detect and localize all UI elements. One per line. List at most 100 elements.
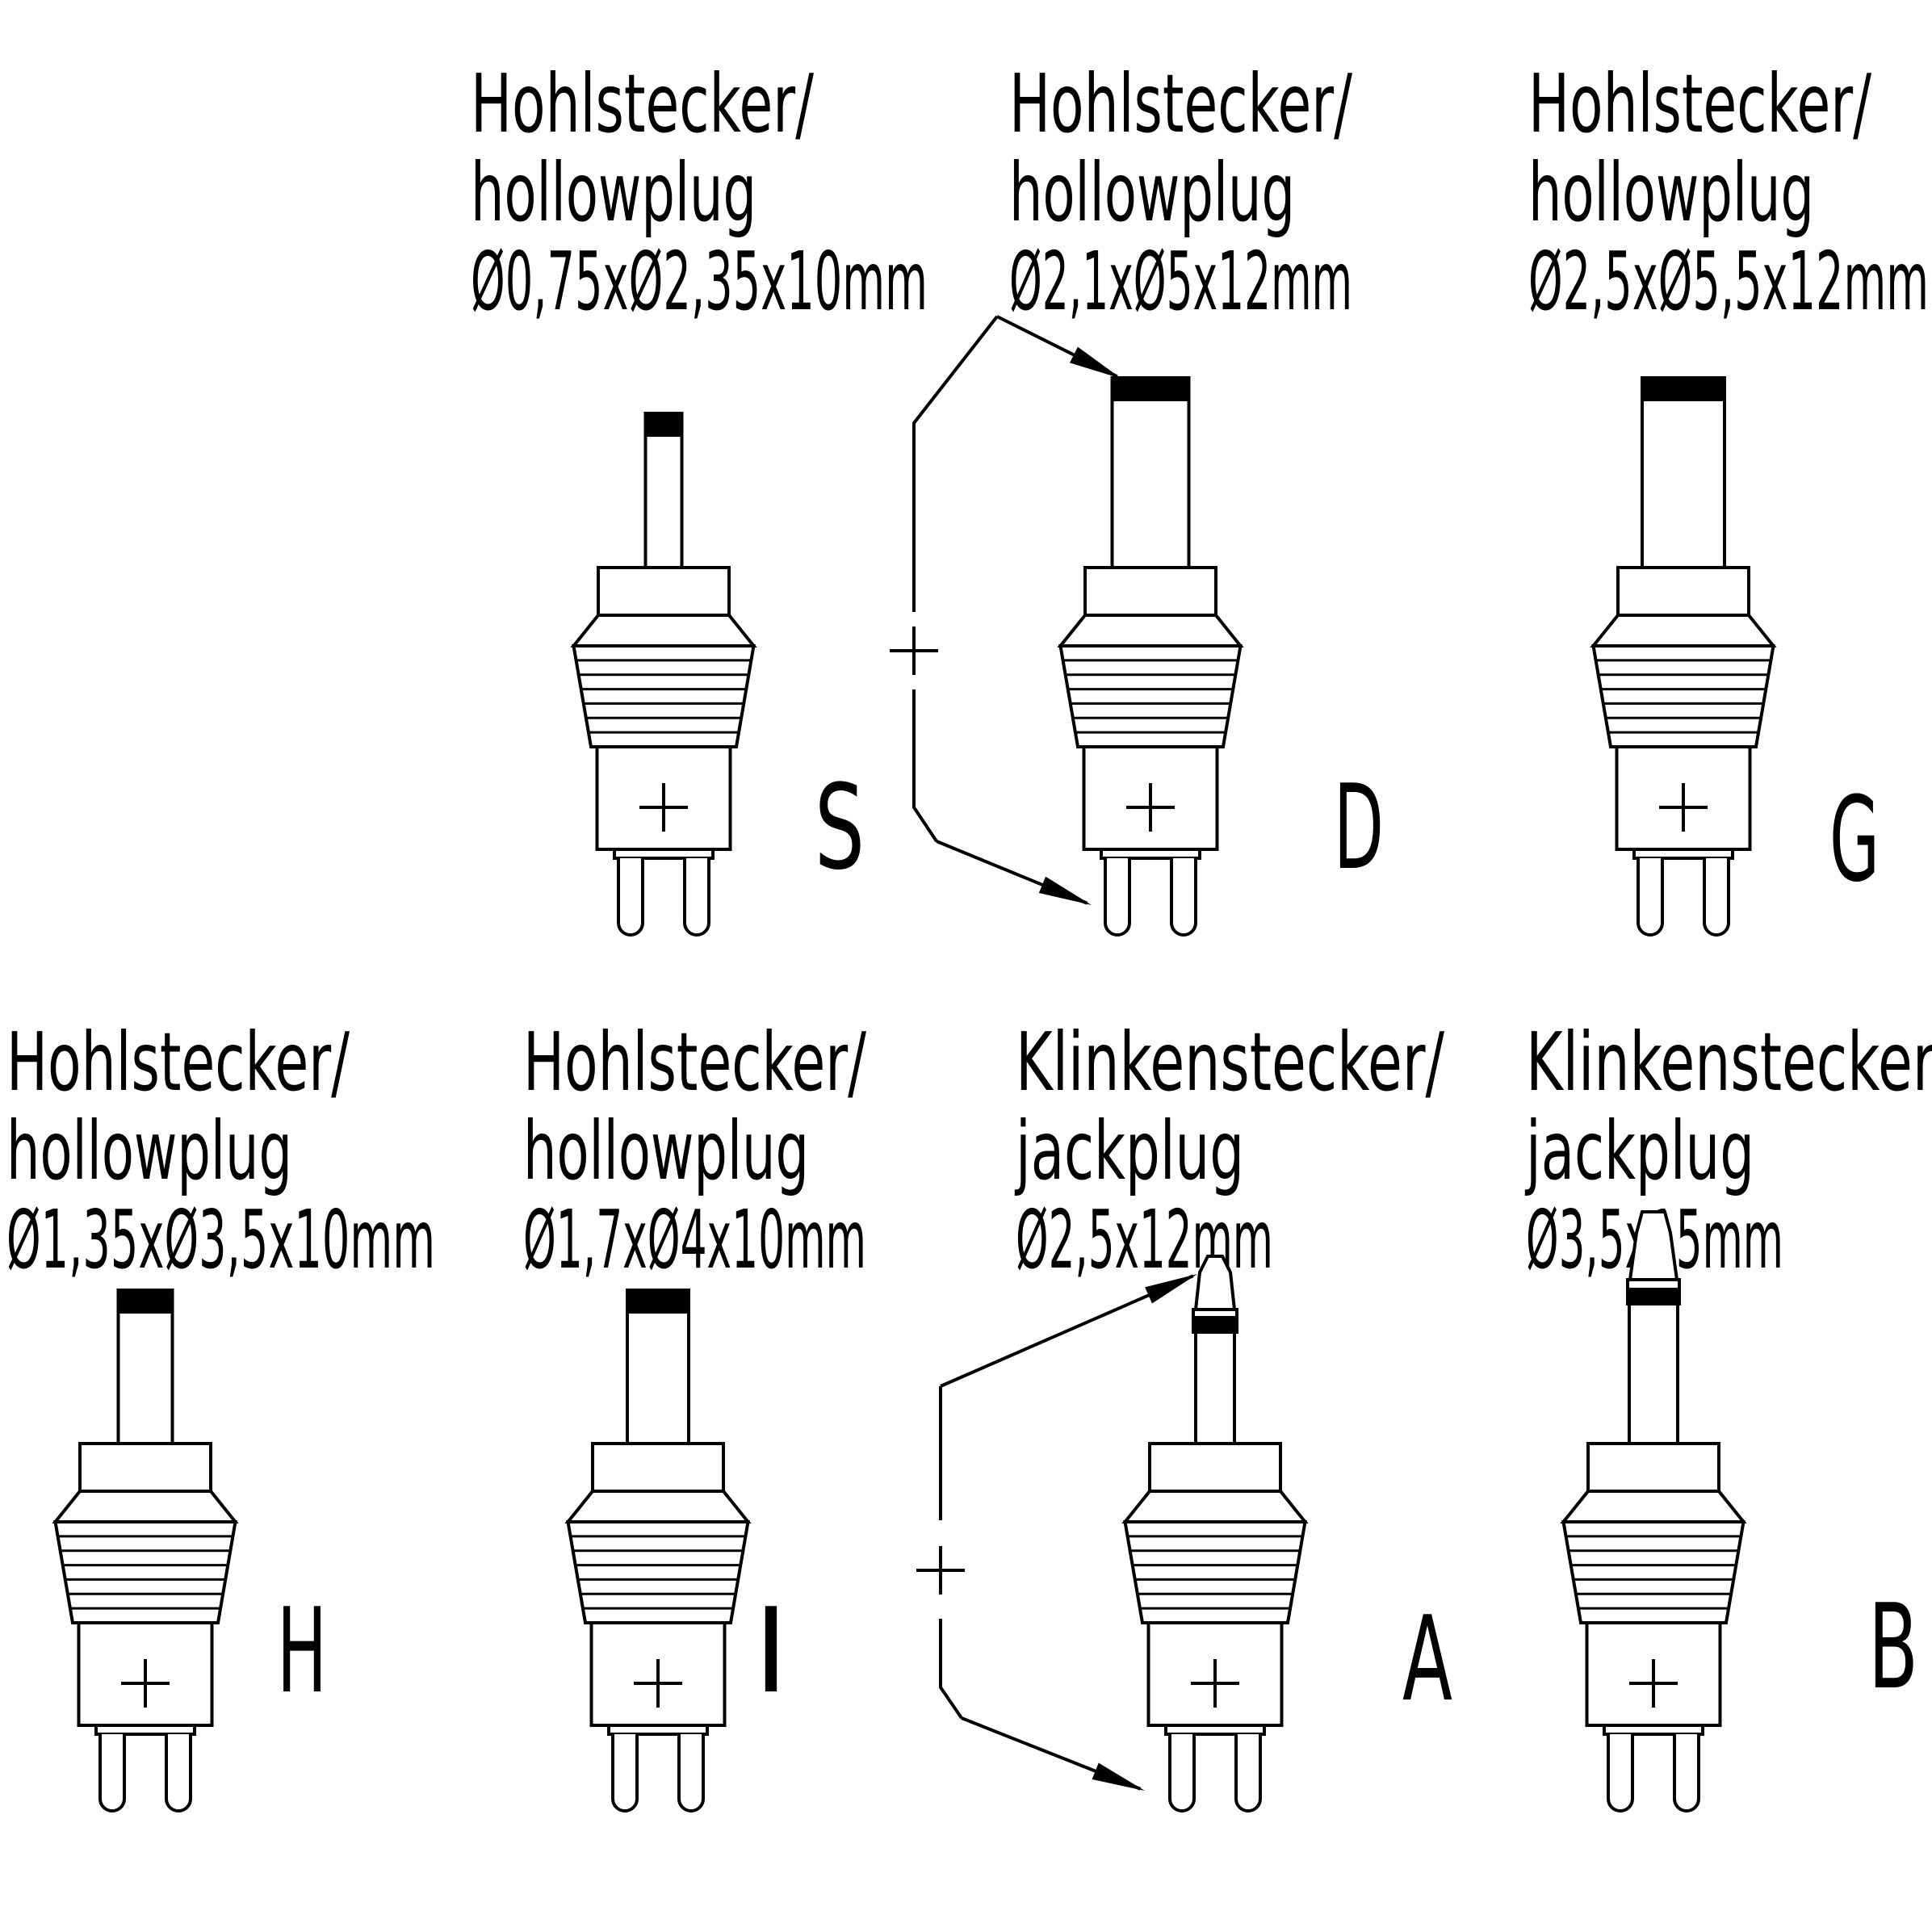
jack-tip-cone bbox=[1193, 1255, 1237, 1311]
plug-grip-ribs bbox=[53, 1520, 237, 1624]
plug-code-letter: H bbox=[277, 1583, 327, 1720]
jack-insulator-band bbox=[1626, 1288, 1681, 1305]
annotation-arrow-tip-head bbox=[1145, 1274, 1197, 1304]
plug-collar bbox=[78, 1442, 212, 1493]
annotation-arrow-pins-head bbox=[1092, 1762, 1145, 1791]
plug-grip-ribs bbox=[566, 1520, 750, 1624]
plug-pin bbox=[611, 1734, 639, 1813]
annotation-leader-line bbox=[912, 315, 999, 612]
annotation-polarity-plus-icon bbox=[916, 1546, 965, 1595]
polarity-plus-icon bbox=[1629, 1659, 1678, 1708]
polarity-plus-icon bbox=[1126, 783, 1175, 832]
plug-pin bbox=[165, 1734, 192, 1813]
plug-label-line: Ø2,5xØ5,5x12mm bbox=[1528, 234, 1929, 329]
plug-label-line: Hohlstecker/ bbox=[1528, 57, 1871, 151]
plug-pin bbox=[1703, 858, 1730, 937]
plug-collar bbox=[1616, 566, 1750, 617]
annotation-leader-line bbox=[939, 1619, 963, 1720]
plug-label-line: Hohlstecker/ bbox=[471, 57, 814, 151]
plug-barrel bbox=[1641, 376, 1726, 569]
plug-shoulder bbox=[1057, 614, 1244, 647]
plug-pin bbox=[1104, 858, 1131, 937]
plug-barrel bbox=[116, 1289, 174, 1445]
plug-code-letter: S bbox=[815, 760, 865, 896]
plug-D: D bbox=[1057, 376, 1384, 937]
plug-barrel bbox=[626, 1289, 690, 1445]
plug-label-B: Klinkenstecker/jackplugØ3,5x15mm bbox=[1525, 1015, 1932, 1287]
plug-G: G bbox=[1590, 376, 1880, 937]
plug-H: H bbox=[52, 1289, 327, 1813]
plug-B: B bbox=[1560, 1210, 1918, 1813]
polarity-annotation-D bbox=[890, 315, 1121, 905]
plug-label-line: Ø0,75xØ2,35x10mm bbox=[471, 234, 928, 329]
plug-tip-band bbox=[1641, 377, 1725, 401]
jack-tip-cone bbox=[1628, 1210, 1679, 1281]
plug-barrel bbox=[1110, 376, 1191, 569]
plug-tip-band bbox=[1111, 377, 1190, 401]
annotation-leader-line bbox=[912, 689, 938, 843]
plug-label-line: Hohlstecker/ bbox=[1009, 57, 1352, 151]
plug-code-letter: B bbox=[1868, 1579, 1918, 1716]
plug-label-line: hollowplug bbox=[523, 1104, 809, 1198]
plug-label-line: Hohlstecker/ bbox=[6, 1015, 350, 1109]
plug-collar bbox=[1148, 1442, 1282, 1493]
plug-shoulder bbox=[1560, 1490, 1747, 1523]
plug-label-line: Klinkenstecker/ bbox=[1526, 1015, 1932, 1109]
plug-shoulder bbox=[570, 614, 757, 647]
plug-tip-band bbox=[644, 413, 683, 437]
plug-grip-ribs bbox=[1123, 1520, 1307, 1624]
plug-base-step bbox=[1164, 1724, 1266, 1736]
plug-grip-ribs bbox=[1058, 644, 1243, 748]
plug-label-line: Ø1,35xØ3,5x10mm bbox=[6, 1192, 435, 1287]
plug-label-line: hollowplug bbox=[1009, 145, 1295, 240]
plug-pin bbox=[677, 1734, 705, 1813]
plug-barrel bbox=[643, 412, 684, 569]
plug-label-line: Ø2,5x12mm bbox=[1016, 1192, 1273, 1287]
jack-shaft bbox=[1194, 1331, 1236, 1445]
annotation-arrow-tip-head bbox=[1070, 346, 1121, 379]
plug-grip-ribs bbox=[572, 644, 756, 748]
plug-collar bbox=[591, 1442, 725, 1493]
jack-insulator-band bbox=[1192, 1316, 1238, 1334]
plug-base-step bbox=[1632, 848, 1734, 860]
plug-pin bbox=[1607, 1734, 1634, 1813]
plug-I: I bbox=[564, 1289, 789, 1813]
plug-tip-band bbox=[117, 1289, 174, 1314]
plug-pin bbox=[1637, 858, 1664, 937]
plug-label-line: hollowplug bbox=[6, 1104, 292, 1198]
plug-shoulder bbox=[1121, 1490, 1309, 1523]
polarity-annotation-A bbox=[916, 1274, 1197, 1791]
polarity-plus-icon bbox=[639, 783, 688, 832]
plug-code-letter: D bbox=[1334, 760, 1384, 896]
plug-label-line: hollowplug bbox=[1528, 145, 1814, 240]
plug-label-line: jackplug bbox=[1015, 1104, 1244, 1198]
plug-shoulder bbox=[564, 1490, 752, 1523]
plug-code-letter: I bbox=[754, 1583, 789, 1720]
plug-pin bbox=[1170, 858, 1197, 937]
plug-code-letter: G bbox=[1829, 772, 1880, 908]
polarity-plus-icon bbox=[1659, 783, 1708, 832]
plug-grip-ribs bbox=[1561, 1520, 1746, 1624]
plug-pin bbox=[1234, 1734, 1262, 1813]
plug-pin bbox=[617, 858, 644, 937]
plug-label-line: Klinkenstecker/ bbox=[1016, 1015, 1444, 1109]
plug-A: A bbox=[1121, 1255, 1452, 1813]
plug-shoulder bbox=[1590, 614, 1777, 647]
polarity-plus-icon bbox=[634, 1659, 682, 1708]
plug-body bbox=[1082, 745, 1219, 851]
plug-pin bbox=[98, 1734, 126, 1813]
jack-shaft bbox=[1628, 1302, 1679, 1445]
plug-collar bbox=[1083, 566, 1217, 617]
plug-base-step bbox=[1603, 1724, 1704, 1736]
polarity-plus-icon bbox=[1191, 1659, 1239, 1708]
plug-label-line: Ø2,1xØ5x12mm bbox=[1009, 234, 1352, 329]
plug-base-step bbox=[607, 1724, 709, 1736]
plug-label-line: Ø1,7xØ4x10mm bbox=[523, 1192, 866, 1287]
